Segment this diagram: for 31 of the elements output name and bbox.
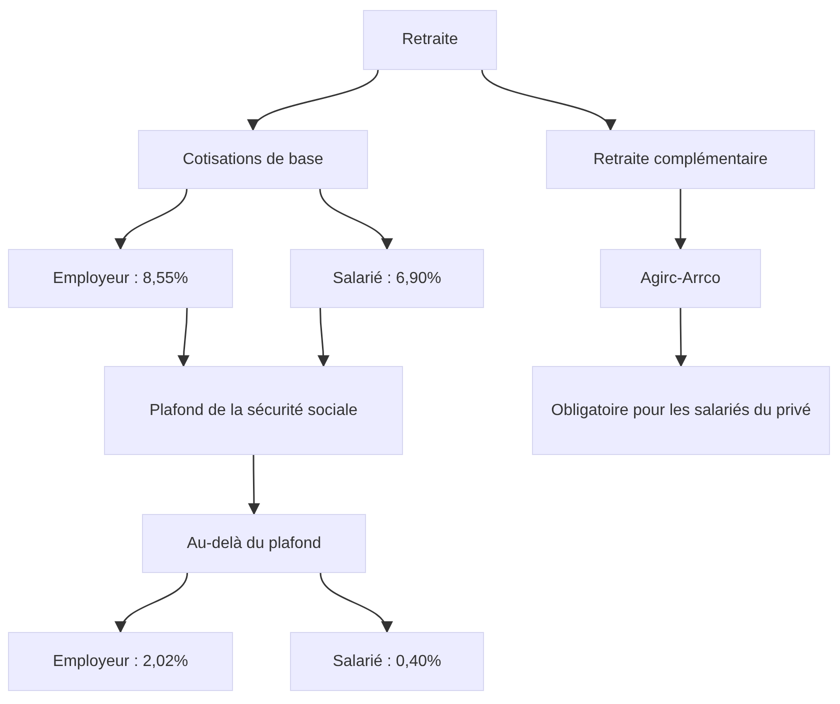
node-label: Obligatoire pour les salariés du privé xyxy=(550,400,812,420)
process-box xyxy=(104,366,403,455)
node-label: Agirc-Arrco xyxy=(639,268,722,288)
arrow xyxy=(178,308,190,368)
process-box xyxy=(600,249,761,308)
node-label: Plafond de la sécurité sociale xyxy=(148,400,359,420)
node-label: Employeur : 2,02% xyxy=(52,652,190,672)
node-label: Retraite xyxy=(400,30,460,50)
arrow xyxy=(116,188,188,250)
process-box xyxy=(546,130,815,189)
arrow xyxy=(319,188,391,250)
arrow xyxy=(320,572,391,634)
arrow xyxy=(317,308,330,368)
process-box xyxy=(142,514,366,573)
node-label: Retraite complémentaire xyxy=(592,150,769,170)
process-box xyxy=(532,366,830,455)
process-box xyxy=(8,249,233,308)
arrow xyxy=(248,455,260,516)
process-box xyxy=(138,130,368,189)
node-label: Salarié : 0,40% xyxy=(332,652,442,672)
node-label: Employeur : 8,55% xyxy=(52,268,190,288)
arrow xyxy=(674,189,686,250)
process-box xyxy=(363,10,497,70)
process-box xyxy=(290,632,484,691)
node-label: Salarié : 6,90% xyxy=(332,268,442,288)
arrow xyxy=(116,572,188,634)
node-label: Au-delà du plafond xyxy=(186,534,322,554)
node-label: Cotisations de base xyxy=(182,150,324,170)
process-box xyxy=(8,632,233,691)
process-box xyxy=(290,249,484,308)
arrow xyxy=(674,308,687,368)
